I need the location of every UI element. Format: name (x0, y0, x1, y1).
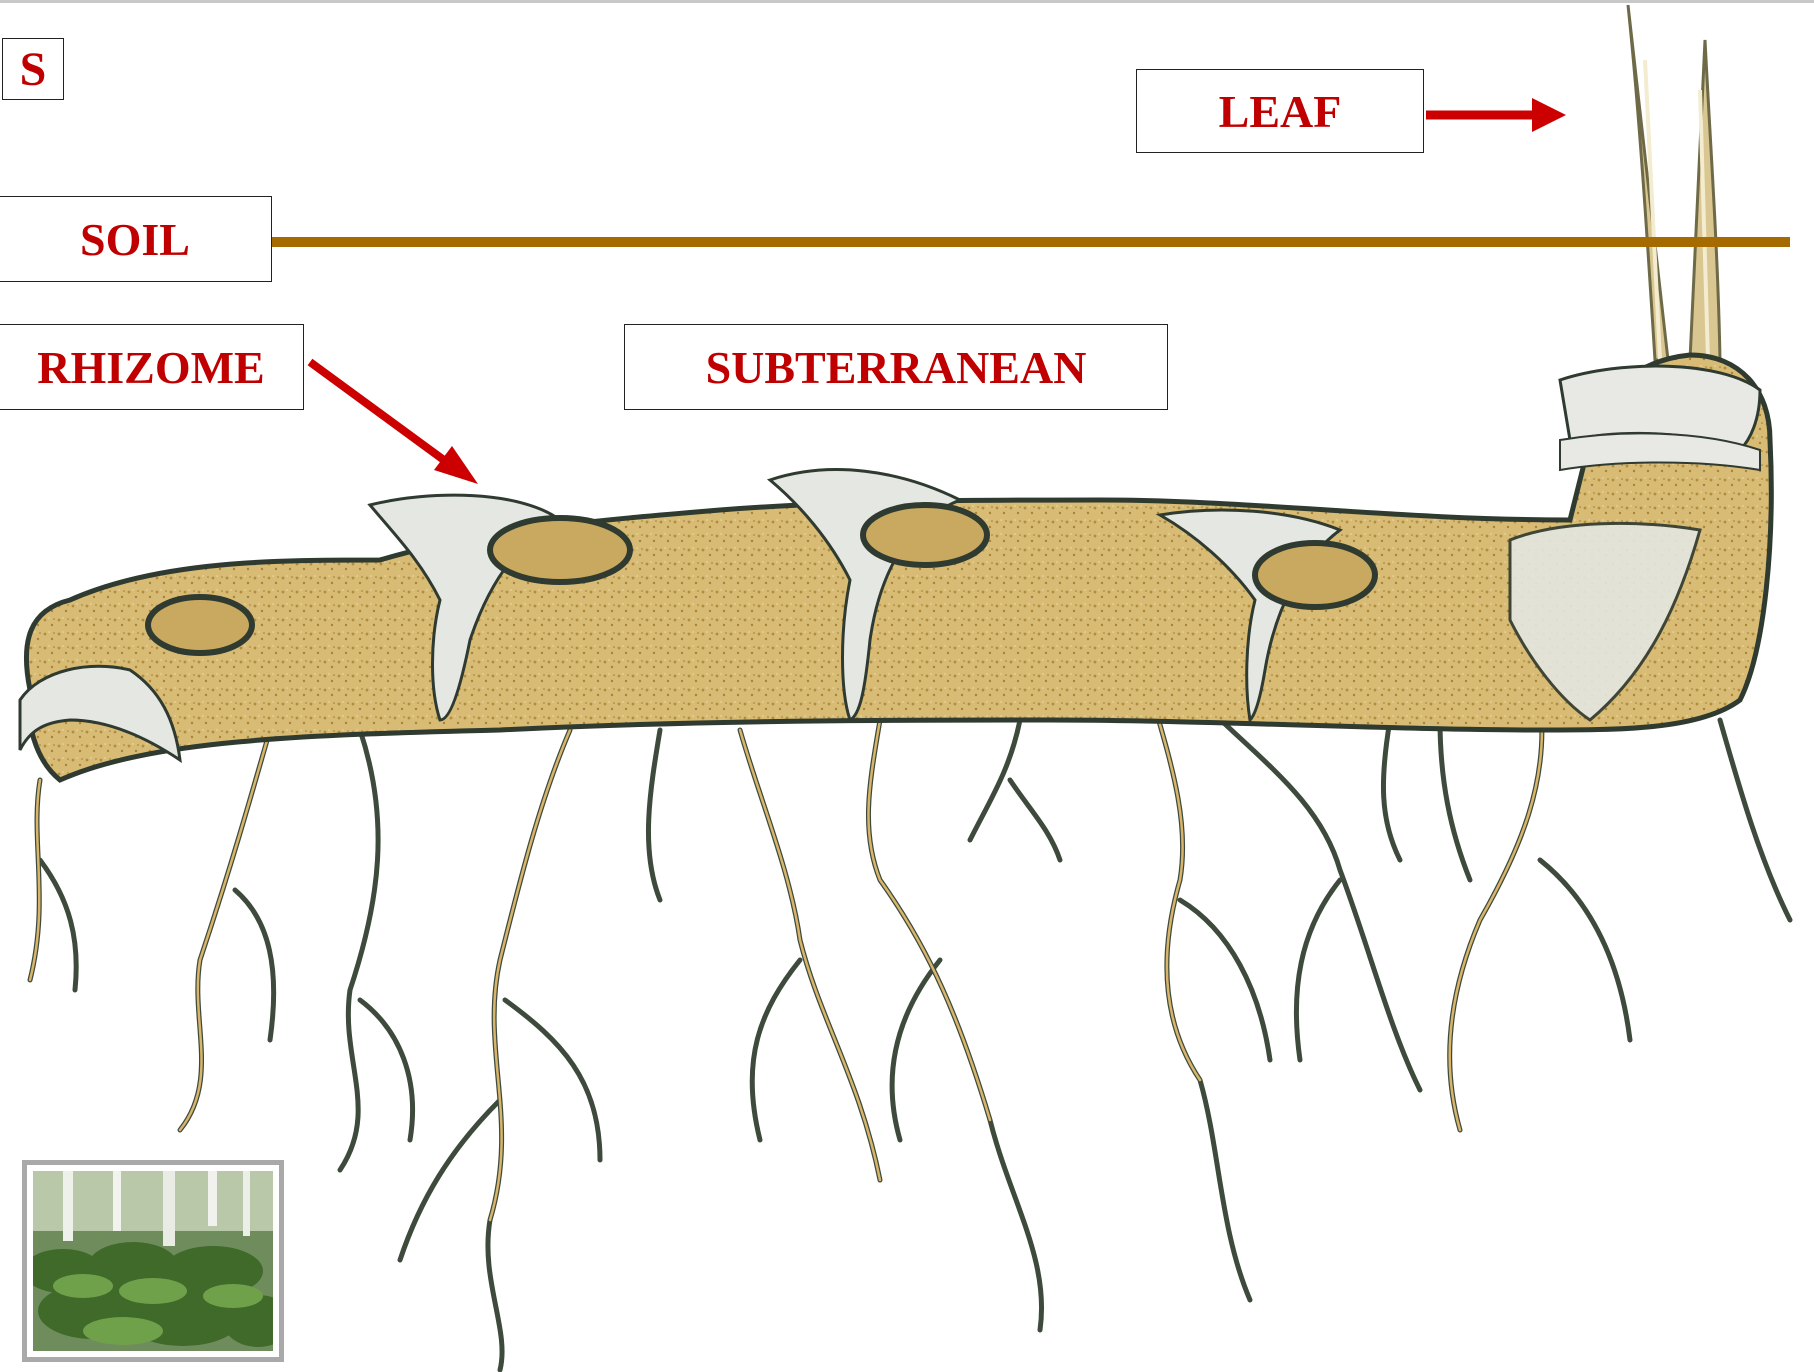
slide-marker-label: S (2, 38, 64, 100)
subterranean-label: SUBTERRANEAN (624, 324, 1168, 410)
rhizome-body (20, 355, 1771, 780)
leaf-label: LEAF (1136, 69, 1424, 153)
soil-label: SOIL (0, 196, 272, 282)
roots (30, 690, 1790, 1370)
rhizome-label: RHIZOME (0, 324, 304, 410)
leaf-arrow (1426, 98, 1566, 132)
fern-forest-photo (22, 1160, 284, 1362)
photo-image (33, 1171, 273, 1351)
rhizome-arrow (310, 362, 478, 484)
leaf-shoot (1628, 5, 1720, 360)
